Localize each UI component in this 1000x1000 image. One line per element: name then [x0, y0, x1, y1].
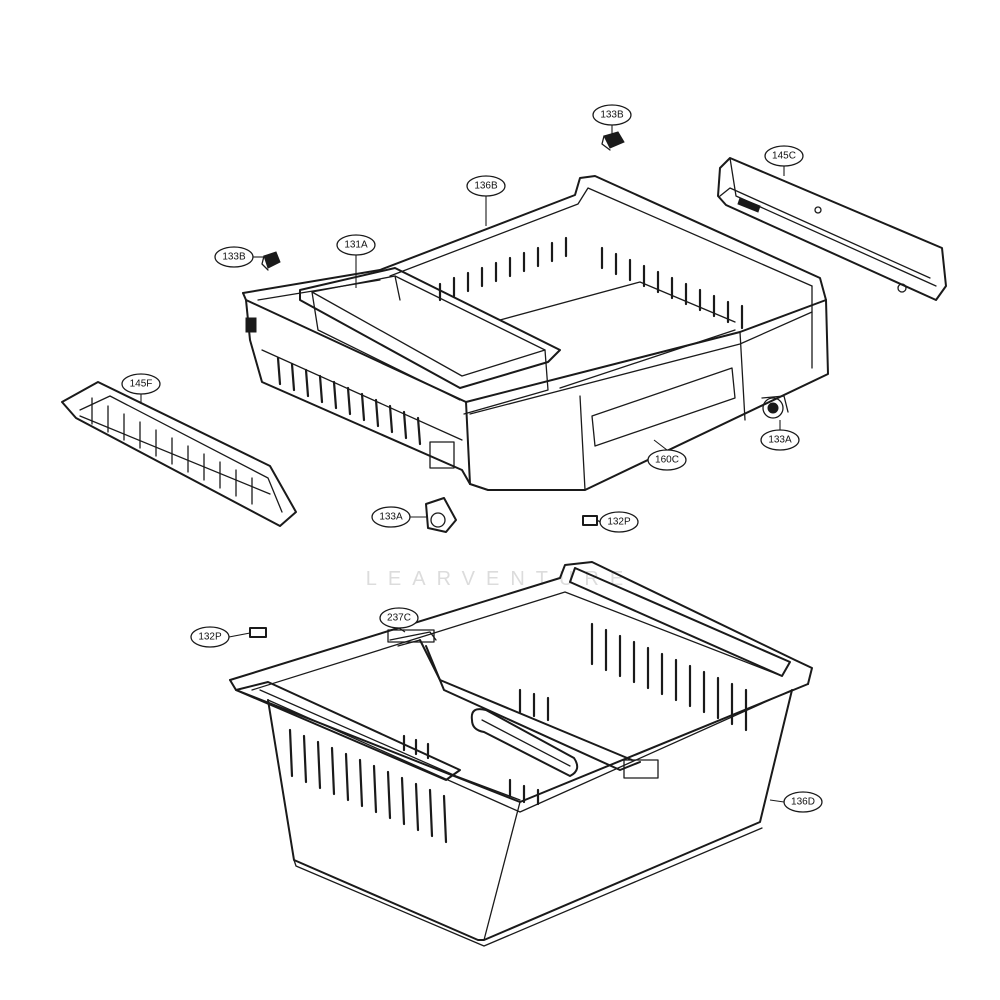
clip-133b-top: [601, 131, 625, 151]
divider-guide: [387, 629, 435, 643]
callout-label: 131A: [344, 240, 368, 251]
callout-label: 136B: [474, 181, 498, 192]
lower-drawer-floor-slots: [402, 688, 550, 806]
callout-133a-right: 133A: [760, 429, 800, 451]
upper-bin: [299, 267, 561, 415]
callout-160c: 160C: [647, 449, 687, 471]
callout-136b: 136B: [466, 175, 506, 197]
clip-133b-left: [261, 251, 281, 271]
callout-label: 237C: [387, 613, 411, 624]
callout-label: 160C: [655, 455, 679, 466]
callout-132p-left: 132P: [190, 626, 230, 648]
stopper-132p-left: [249, 627, 267, 638]
upper-drawer-left-slots: [276, 356, 422, 446]
callout-131a: 131A: [336, 234, 376, 256]
front-rail: [61, 381, 297, 527]
stopper-132p-right: [582, 515, 598, 526]
callout-label: 136D: [791, 797, 815, 808]
callout-136d: 136D: [783, 791, 823, 813]
callout-237c: 237C: [379, 607, 419, 629]
roller-133a-right: [761, 395, 789, 419]
watermark-text: LEARVENTURE: [366, 568, 634, 590]
lower-drawer-right-slots: [590, 622, 748, 732]
front-rail-grid: [79, 397, 271, 505]
callout-label: 133A: [768, 435, 792, 446]
front-latch: [429, 441, 455, 469]
upper-drawer-back-slots: [438, 236, 568, 302]
upper-drawer-assembly: [242, 175, 829, 491]
callout-133b-left: 133B: [214, 246, 254, 268]
callout-133b-top: 133B: [592, 104, 632, 126]
lower-drawer-left-slots: [288, 728, 448, 844]
callout-145c: 145C: [764, 145, 804, 167]
callout-145f: 145F: [121, 373, 161, 395]
callout-label: 133B: [222, 252, 246, 263]
roller-133a-left: [425, 497, 457, 533]
upper-drawer-right-slots: [600, 246, 744, 330]
leader-lines: [140, 124, 785, 803]
callout-label: 145C: [772, 151, 796, 162]
callout-label: 145F: [130, 379, 153, 390]
callout-label: 133A: [379, 512, 403, 523]
callout-label: 132P: [198, 632, 222, 643]
rear-rail: [717, 157, 947, 301]
callout-label: 132P: [607, 517, 631, 528]
callout-label: 133B: [600, 110, 624, 121]
lower-drawer-assembly: [229, 561, 813, 947]
callout-132p-right: 132P: [599, 511, 639, 533]
callout-133a-left: 133A: [371, 506, 411, 528]
